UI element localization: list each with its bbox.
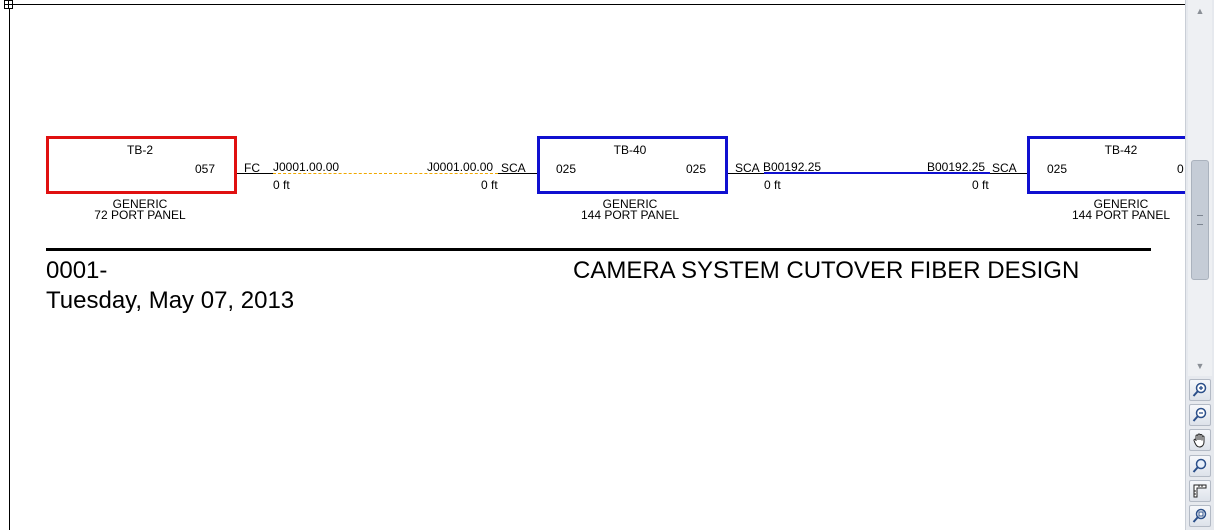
drawing-number: 0001- (46, 257, 108, 284)
fiber-cable-line-2[interactable] (764, 172, 990, 174)
zoom-in-button[interactable] (1189, 379, 1211, 401)
vertical-scrollbar[interactable]: ▲ ▼ (1188, 0, 1212, 376)
fiber-cable-line-1[interactable] (273, 173, 498, 174)
scroll-thumb[interactable] (1191, 160, 1209, 280)
page-border-top (9, 4, 1185, 5)
link-2-left-connector: SCA (735, 161, 760, 175)
zoom-in-icon (1192, 382, 1207, 397)
scroll-up-icon[interactable]: ▲ (1195, 6, 1205, 16)
link-1-left-length: 0 ft (273, 178, 290, 192)
panel-tb-42-port-right: 0 (1177, 162, 1184, 176)
zoom-fit-button[interactable] (1189, 505, 1211, 527)
panel-tb-2-type: GENERIC (112, 197, 168, 211)
connector-stub-right-2 (990, 173, 1028, 174)
connector-stub-right-1 (498, 173, 538, 174)
drawing-canvas[interactable]: TB-2 057 GENERIC 72 PORT PANEL FC J0001.… (0, 0, 1185, 530)
link-1-right-length: 0 ft (481, 178, 498, 192)
zoom-icon (1192, 458, 1207, 473)
link-1-right-connector: SCA (501, 161, 526, 175)
scroll-grip-icon (1197, 215, 1203, 225)
zoom-out-button[interactable] (1189, 404, 1211, 426)
link-2-right-length: 0 ft (972, 178, 989, 192)
link-2-right-cable: B00192.25 (927, 160, 986, 174)
measure-icon (1193, 484, 1207, 498)
link-1-left-connector: FC (244, 161, 260, 175)
panel-tb-2-port-right: 057 (195, 162, 216, 176)
title-block-rule (46, 248, 1151, 251)
connector-stub-left-1 (237, 173, 273, 174)
link-2-left-cable: B00192.25 (763, 160, 822, 174)
panel-tb-2-desc: 72 PORT PANEL (94, 208, 186, 222)
panel-tb-42-name: TB-42 (1104, 143, 1138, 157)
link-2-right-connector: SCA (992, 161, 1017, 175)
link-2-left-length: 0 ft (764, 178, 781, 192)
zoom-button[interactable] (1189, 455, 1211, 477)
drawing-date: Tuesday, May 07, 2013 (46, 287, 295, 314)
panel-tb-40[interactable] (537, 136, 728, 194)
panel-tb-42-type: GENERIC (1093, 197, 1149, 211)
pan-button[interactable] (1189, 429, 1211, 451)
link-1-right-cable: J0001.00.00 (427, 160, 494, 174)
panel-tb-40-name: TB-40 (613, 143, 647, 157)
panel-tb-40-type: GENERIC (602, 197, 658, 211)
measure-button[interactable] (1189, 480, 1211, 502)
connector-stub-left-2 (728, 173, 764, 174)
corner-handle-icon[interactable] (4, 0, 13, 9)
panel-tb-42-port-left: 025 (1047, 162, 1068, 176)
scroll-down-icon[interactable]: ▼ (1195, 361, 1205, 371)
panel-tb-42[interactable] (1027, 136, 1185, 194)
zoom-fit-icon (1192, 508, 1207, 523)
link-1-left-cable: J0001.00.00 (273, 160, 340, 174)
panel-tb-42-desc: 144 PORT PANEL (1071, 208, 1171, 222)
panel-tb-40-port-right: 025 (686, 162, 707, 176)
drawing-title: CAMERA SYSTEM CUTOVER FIBER DESIGN (573, 257, 1080, 284)
pan-hand-icon (1193, 433, 1205, 448)
panel-tb-40-desc: 144 PORT PANEL (580, 208, 680, 222)
panel-tb-40-port-left: 025 (556, 162, 577, 176)
page-border-left (9, 4, 10, 530)
panel-tb-2[interactable] (46, 136, 237, 194)
zoom-out-icon (1192, 407, 1207, 422)
panel-tb-2-name: TB-2 (126, 143, 153, 157)
